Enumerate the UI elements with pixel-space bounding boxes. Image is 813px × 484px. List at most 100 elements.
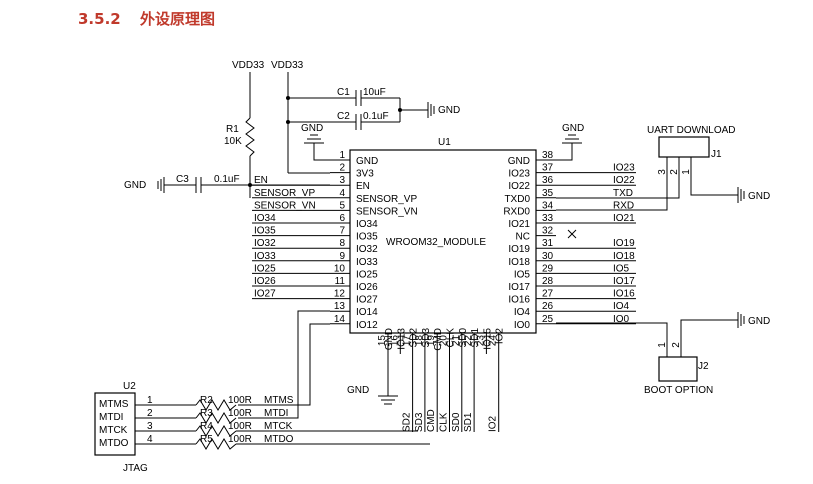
u1-module-body	[349, 149, 537, 334]
jtag-resistor-ref: R4	[200, 421, 213, 432]
u1-right-net-label: IO22	[613, 175, 635, 186]
u1-right-pin-name: IO17	[508, 282, 530, 293]
c3-value: 0.1uF	[214, 174, 240, 185]
u1-bottom-pin-number: 24	[488, 335, 499, 347]
j2-connector-body	[658, 356, 698, 382]
u1-bottom-pin-name: IO2	[495, 328, 506, 345]
u1-bottom-pin-number: 16	[389, 335, 400, 347]
u1-left-pin-number: 2	[339, 163, 345, 174]
u1-bottom-pin-name: CMD	[433, 328, 444, 351]
u1-right-pin-name: TXD0	[504, 194, 530, 205]
j1-pin1-wire	[690, 157, 738, 196]
gnd-symbol-c3	[157, 177, 165, 193]
u1-left-pin-name: IO33	[356, 257, 378, 268]
u1-bottom-pin-name: SD0	[458, 328, 469, 348]
u1-bottom-net-label: SD1	[463, 412, 474, 432]
u1-bottom-net-label: SD2	[402, 412, 413, 432]
u1-bottom-net-label: SD0	[451, 412, 462, 432]
u1-bottom-net-label: IO2	[488, 415, 499, 432]
jtag-resistor-ref: R2	[200, 395, 213, 406]
u1-right-pin-number: 35	[542, 188, 554, 199]
c1-ref: C1	[337, 87, 350, 98]
u1-right-pin-name: IO23	[508, 169, 530, 180]
u1-right-pin-name: GND	[508, 156, 530, 167]
u1-left-net-label: IO27	[254, 289, 276, 300]
u1-bottom-pin-number: 20	[439, 335, 450, 347]
u1-left-pin-name: IO12	[356, 320, 378, 331]
u2-label: JTAG	[123, 463, 148, 474]
u1-left-pin-number: 10	[334, 263, 346, 274]
u1-right-pin-name: IO0	[514, 320, 531, 331]
u1-left-net-label: EN	[254, 175, 268, 186]
r1-value: 10K	[224, 136, 242, 147]
u1-right-pin-name: RXD0	[503, 206, 530, 217]
u1-left-net-label: IO26	[254, 276, 276, 287]
u1-left-pin-number: 7	[339, 226, 345, 237]
j2-pin1-wire	[556, 322, 668, 357]
u1-left-pin-name: IO14	[356, 307, 378, 318]
jtag-net-label: MTDI	[264, 408, 288, 419]
u1-right-pin-number: 30	[542, 251, 554, 262]
u1-left-pin-name: IO27	[356, 295, 378, 306]
gnd-symbol-pin15	[378, 395, 398, 405]
gnd-symbol-pin1	[304, 134, 324, 144]
j2-pin-number: 1	[657, 342, 668, 348]
u1-right-pin-name: IO16	[508, 295, 530, 306]
j2-title: BOOT OPTION	[644, 385, 713, 396]
u1-bottom-pin-number: 15	[377, 335, 388, 347]
u1-left-pin-name: IO32	[356, 244, 378, 255]
u2-ref: U2	[123, 381, 136, 392]
u1-right-pin-name: IO4	[514, 307, 531, 318]
u1-right-pin-number: 33	[542, 213, 554, 224]
gnd-symbol-j2	[737, 312, 745, 328]
u1-right-net-label: RXD	[613, 200, 634, 211]
u1-left-net-label: IO34	[254, 213, 276, 224]
u1-bottom-pin-number: 19	[426, 335, 437, 347]
r1-resistor	[245, 117, 255, 157]
c3-ref: C3	[176, 174, 189, 185]
u1-right-net-label: IO18	[613, 251, 635, 262]
u1-left-net-label: IO35	[254, 226, 276, 237]
u1-left-pin-name: IO26	[356, 282, 378, 293]
jtag-resistor-value: 100R	[228, 395, 252, 406]
jtag-net-label: MTDO	[264, 434, 294, 445]
u1-left-pin-name: SENSOR_VP	[356, 194, 417, 205]
u2-pin-number: 1	[147, 395, 153, 406]
u1-left-pin-name: IO25	[356, 269, 378, 280]
u1-left-net-label: IO25	[254, 263, 276, 274]
u1-bottom-pin-name: SD2	[409, 328, 420, 348]
r1-ref: R1	[226, 124, 239, 135]
j2-ref: J2	[698, 361, 709, 372]
u2-pin-name: MTMS	[99, 399, 129, 410]
u1-ref: U1	[438, 137, 451, 148]
jtag-resistor-ref: R5	[200, 434, 213, 445]
j1-pin-number: 1	[681, 169, 692, 175]
jtag-resistor	[195, 438, 237, 450]
u1-right-pin-name: IO21	[508, 219, 530, 230]
u2-pin-name: MTDI	[99, 412, 123, 423]
u1-bottom-pin-number: 21	[451, 335, 462, 347]
jtag-resistor	[195, 425, 237, 437]
u1-bottom-pin-name: SD3	[421, 328, 432, 348]
u1-left-pin-number: 1	[339, 150, 345, 161]
u1-right-pin-name: IO5	[514, 269, 531, 280]
c2-value: 0.1uF	[363, 111, 389, 122]
u1-bottom-pin-name: IO15	[482, 328, 493, 350]
u1-bottom-pin-number: 22	[463, 335, 474, 347]
u1-left-pin-name: IO34	[356, 219, 378, 230]
jtag-resistor-ref: R3	[200, 408, 213, 419]
u1-right-net-label: TXD	[613, 188, 633, 199]
j1-connector-body	[658, 136, 710, 158]
u1-left-pin-name: IO35	[356, 232, 378, 243]
jtag-resistor-value: 100R	[228, 421, 252, 432]
gnd-symbol-j1	[737, 187, 745, 203]
section-title-text: 外设原理图	[139, 10, 215, 28]
j1-pin3-wire	[556, 157, 668, 211]
u1-right-pin-number: 27	[542, 289, 554, 300]
gnd-label-pin38: GND	[562, 123, 584, 134]
u1-bottom-pin-name: IO13	[396, 328, 407, 350]
u1-right-pin-number: 37	[542, 163, 554, 174]
gnd-label-c1c2: GND	[438, 105, 460, 116]
u1-left-pin-number: 8	[339, 238, 345, 249]
vdd-right-label: VDD33	[271, 60, 304, 71]
